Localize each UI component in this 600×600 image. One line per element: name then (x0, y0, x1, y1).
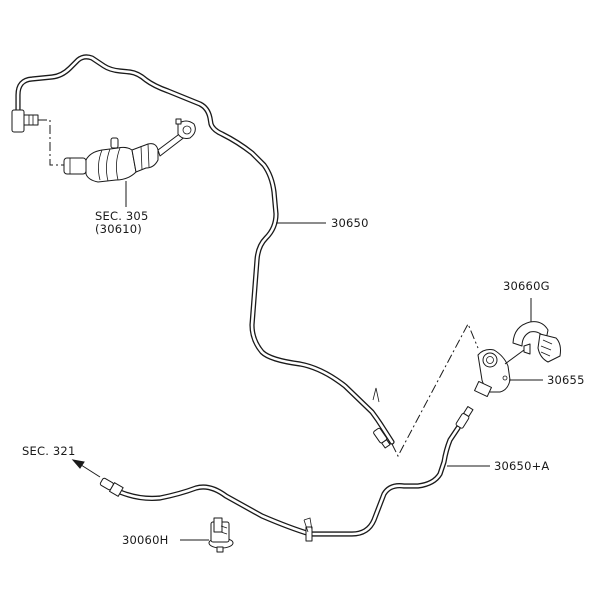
callout-30060H[interactable]: 30060H (122, 533, 169, 547)
callout-sec-321[interactable]: SEC. 321 (22, 444, 76, 458)
callout-sec-305-text: SEC. 305 (95, 209, 149, 223)
assembly-guide-line (391, 322, 479, 458)
clutch-master-cylinder[interactable] (38, 118, 196, 207)
callout-sec-305[interactable]: SEC. 305 (30610) (95, 210, 148, 236)
callout-30650A[interactable]: 30650+A (494, 459, 550, 473)
callout-30655[interactable]: 30655 (547, 373, 585, 387)
clamp-30060H[interactable] (180, 517, 234, 553)
clutch-damper-30655[interactable] (474, 349, 543, 397)
clutch-pipe-30650[interactable] (11, 54, 395, 449)
callout-30660G[interactable]: 30660G (503, 279, 550, 293)
arrow-to-sec-321 (71, 459, 101, 478)
callout-30650[interactable]: 30650 (331, 216, 369, 230)
clip-30660G[interactable] (504, 298, 561, 365)
clutch-pipe-30650A[interactable] (99, 406, 490, 542)
callout-30610-text: (30610) (95, 222, 142, 236)
